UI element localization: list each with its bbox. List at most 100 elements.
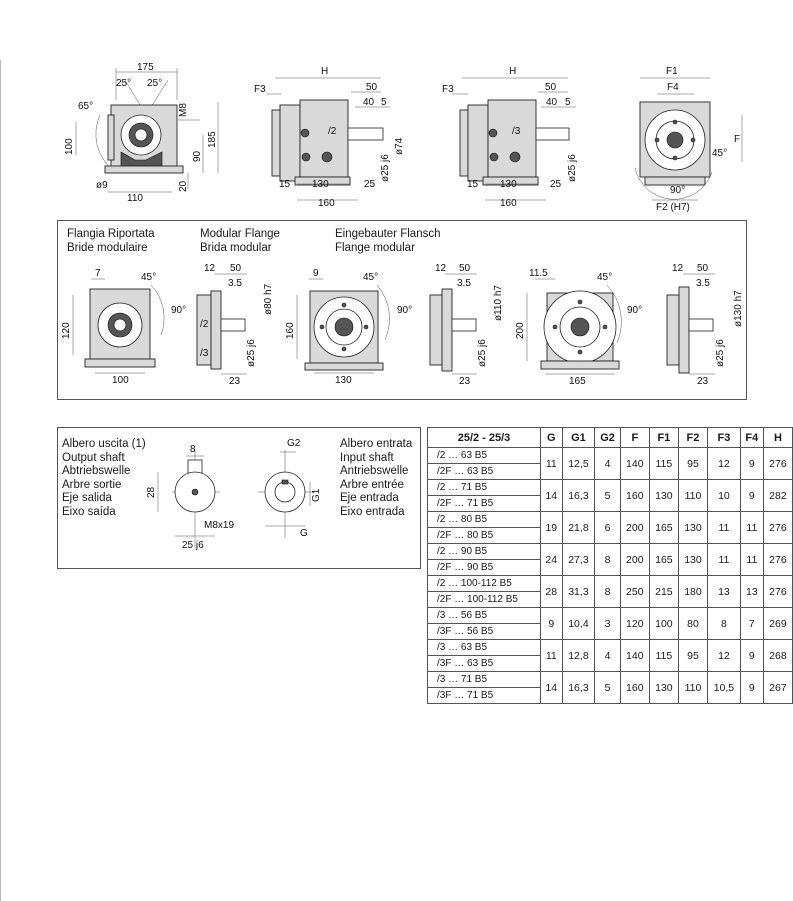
dim-160-3: 160 (500, 198, 517, 209)
dim-120: 120 (61, 322, 72, 339)
gearbox-side-icon-2: H F3 50 40 5 /2 ø25 j6 ø74 15 130 25 160 (254, 66, 405, 209)
dimension-value: 13 (739, 575, 764, 608)
header-g1: G1 (561, 427, 596, 448)
dimension-value: 130 (648, 479, 679, 512)
angle-90-v3: 90° (627, 305, 642, 316)
dimension-value: 215 (648, 575, 679, 608)
dimension-value: 3 (594, 607, 621, 640)
dimension-value: 5 (594, 671, 621, 704)
dim-m8: M8 (178, 103, 189, 117)
input-shaft-labels: Albero entrata Input shaft Antriebswelle… (340, 438, 413, 518)
dimension-value: 165 (648, 543, 679, 576)
dim-80: ø80 h7 (263, 283, 274, 315)
dimension-table: 25/2 - 25/3 G G1 G2 F F1 F2 F3 F4 H /2 …… (427, 427, 793, 704)
dim-100-v1: 100 (112, 375, 129, 386)
dim-23-s3: 23 (697, 376, 709, 387)
dimension-value: 4 (594, 447, 621, 480)
header-f2: F2 (677, 427, 709, 448)
dim-h-3: H (509, 66, 516, 77)
gearbox-side-icon-3: H F3 50 40 5 /3 ø25 j6 15 130 25 160 (442, 66, 578, 209)
angle-45-v1: 45° (141, 272, 156, 283)
top-drawings: 175 25° 25° 65° M8 100 185 90 20 ø9 110 … (64, 62, 743, 213)
model-code: /2 … 80 B5 (427, 511, 541, 528)
dimension-value: 268 (762, 639, 793, 672)
dim-9: ø9 (96, 180, 108, 191)
dimension-value: 200 (619, 543, 650, 576)
dimension-value: 12,8 (561, 639, 596, 672)
header-g: G (540, 427, 563, 448)
flange-side-1: 12 50 3.5 /2 /3 ø80 h7 ø25 j6 23 (196, 263, 274, 387)
dimension-value: 9 (739, 447, 764, 480)
model-code: /2 … 63 B5 (427, 447, 541, 464)
dim-40-3: 40 (546, 97, 558, 108)
dim-m8x19: M8x19 (204, 520, 234, 531)
dim-100: 100 (64, 138, 75, 155)
dimension-value: 267 (762, 671, 793, 704)
dimension-value: 9 (739, 671, 764, 704)
ratio-tag-s1-2: /2 (200, 319, 209, 330)
header-f: F (619, 427, 650, 448)
dim-shaft-25-s2: ø25 j6 (477, 339, 488, 367)
dimension-value: 14 (540, 479, 563, 512)
dimension-value: 180 (677, 575, 709, 608)
shaft-section (57, 427, 421, 569)
angle-90-v2: 90° (397, 305, 412, 316)
flange-view-2: 9 45° 90° 160 130 (285, 268, 412, 386)
dimension-value: 14 (540, 671, 563, 704)
dim-12-s3: 12 (672, 263, 684, 274)
dim-3-5-s2: 3.5 (457, 278, 471, 289)
dimension-value: 6 (594, 511, 621, 544)
dim-12: 12 (204, 263, 216, 274)
flange-side-2: 12 50 3.5 ø110 h7 ø25 j6 23 (429, 263, 504, 387)
page-rule (0, 60, 1, 901)
dimension-value: 27,3 (561, 543, 596, 576)
dim-23: 23 (229, 376, 241, 387)
header-h: H (762, 427, 793, 448)
dimension-value: 13 (707, 575, 741, 608)
dimension-value: 165 (648, 511, 679, 544)
dim-3-5-s3: 3.5 (696, 278, 710, 289)
dimension-value: 80 (677, 607, 709, 640)
dimension-value: 11 (739, 543, 764, 576)
dim-5: 5 (381, 97, 387, 108)
model-code: /3 … 56 B5 (427, 607, 541, 624)
dim-90: 90 (192, 150, 203, 162)
dimension-value: 282 (762, 479, 793, 512)
dim-50-s1: 50 (230, 263, 242, 274)
dim-g: G (300, 528, 308, 539)
gearbox-front-icon: 175 25° 25° 65° M8 100 185 90 20 ø9 110 (64, 62, 219, 204)
dim-160-v2: 160 (285, 322, 296, 339)
dim-25-j6: 25 j6 (182, 540, 204, 551)
dimension-value: 269 (762, 607, 793, 640)
model-code: /3F … 63 B5 (427, 655, 541, 672)
dimension-value: 110 (677, 671, 709, 704)
dim-185: 185 (207, 131, 218, 148)
dim-15-3: 15 (467, 179, 479, 190)
flange-title-de: Eingebauter Flansch Flange modular (335, 228, 441, 254)
dimension-value: 140 (619, 639, 650, 672)
dimension-value: 16,3 (561, 479, 596, 512)
dimension-value: 24 (540, 543, 563, 576)
dim-g2: G2 (287, 438, 301, 449)
dimension-value: 31,3 (561, 575, 596, 608)
table-row: /2F … 71 B5 (427, 495, 793, 512)
dim-f2: F2 (H7) (656, 202, 690, 213)
table-row: /3F … 63 B5 (427, 655, 793, 672)
dim-130-v2: 130 (335, 375, 352, 386)
dimension-value: 16,3 (561, 671, 596, 704)
dimension-value: 10 (707, 479, 741, 512)
dim-12-s2: 12 (435, 263, 447, 274)
angle-45-v2: 45° (363, 272, 378, 283)
dimension-value: 110 (677, 479, 709, 512)
flange-view-1: 7 45° 90° 120 100 (61, 268, 186, 386)
dimension-value: 12,5 (561, 447, 596, 480)
dim-f1: F1 (666, 66, 678, 77)
model-code: /2F … 100-112 B5 (427, 591, 541, 608)
dimension-value: 19 (540, 511, 563, 544)
dim-5-3: 5 (565, 97, 571, 108)
